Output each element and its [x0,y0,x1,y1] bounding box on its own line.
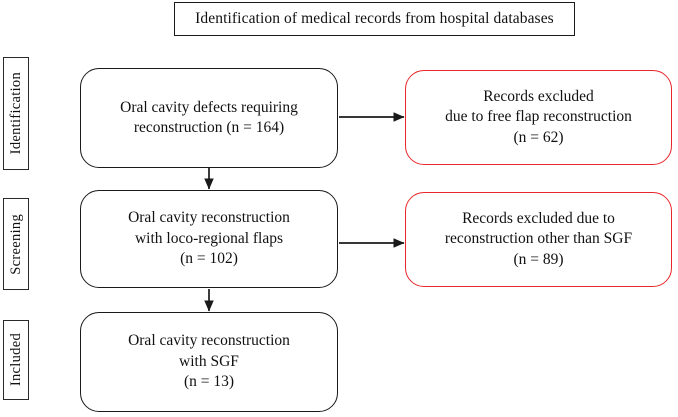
flow-line: Oral cavity defects requiring [120,98,298,116]
flow-box-records-excluded-other-than-sgf-lines: Records excluded due to reconstruction o… [445,209,632,270]
flow-box-records-excluded-other-than-sgf: Records excluded due to reconstruction o… [405,192,672,287]
header-title-text: Identification of medical records from h… [195,10,554,28]
flow-box-oral-cavity-defects: Oral cavity defects requiring reconstruc… [80,68,338,168]
stage-label-identification: Identification [3,57,29,170]
flow-line: (n = 89) [513,250,564,268]
flow-box-records-excluded-free-flap: Records excluded due to free flap recons… [405,70,672,165]
flow-box-records-excluded-free-flap-lines: Records excluded due to free flap recons… [445,87,632,148]
flow-line: (n = 102) [180,250,238,268]
flow-box-oral-cavity-loco-regional-flaps: Oral cavity reconstruction with loco-reg… [80,190,338,288]
flow-line: due to free flap reconstruction [445,108,632,126]
flow-line: reconstruction (n = 164) [133,119,285,136]
flow-box-oral-cavity-sgf: Oral cavity reconstruction with SGF (n =… [80,312,338,412]
stage-label-identification-text: Identification [7,72,24,155]
stage-label-included-text: Included [7,333,24,387]
stage-label-included: Included [3,320,29,400]
flow-box-oral-cavity-loco-regional-flaps-lines: Oral cavity reconstruction with loco-reg… [128,208,290,269]
flow-box-oral-cavity-sgf-lines: Oral cavity reconstruction with SGF (n =… [128,331,290,392]
flow-line: Records excluded [483,87,594,105]
flow-line: Records excluded due to [462,209,615,227]
stage-label-screening-text: Screening [7,213,24,275]
stage-label-screening: Screening [3,198,29,290]
flow-line: (n = 13) [183,373,235,391]
flow-box-oral-cavity-defects-lines: Oral cavity defects requiring reconstruc… [120,98,298,139]
header-title-box: Identification of medical records from h… [174,2,575,36]
flow-line: with SGF [179,352,239,370]
flow-line: (n = 62) [513,128,564,146]
flow-line: Oral cavity reconstruction [128,209,290,227]
flow-line: reconstruction other than SGF [444,230,633,248]
flow-line: with loco-regional flaps [134,229,284,247]
flow-line: Oral cavity reconstruction [128,332,290,350]
